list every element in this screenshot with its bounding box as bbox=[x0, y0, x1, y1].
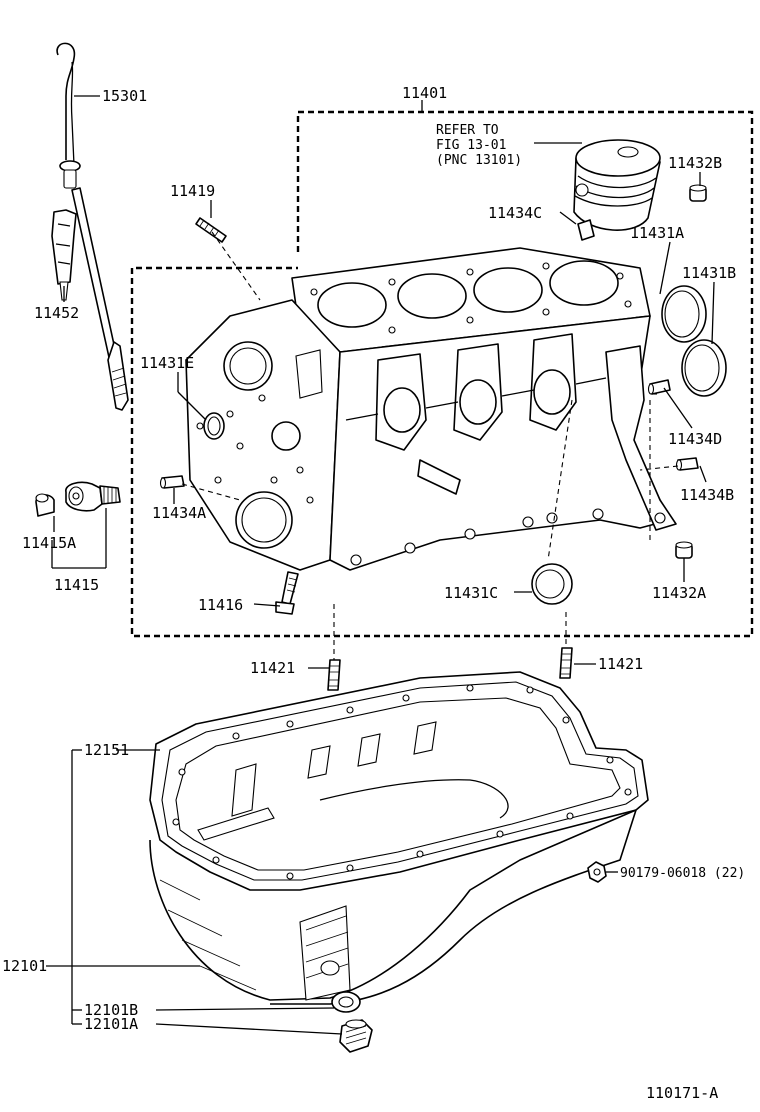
label-12151: 12151 bbox=[84, 741, 129, 759]
piston-reference bbox=[573, 139, 661, 231]
dipstick-15301 bbox=[56, 42, 129, 411]
label-11432A: 11432A bbox=[652, 584, 706, 602]
drain-plug-gasket-12101B bbox=[331, 991, 361, 1013]
pin-11434C bbox=[577, 219, 595, 241]
label-15301: 15301 bbox=[102, 87, 147, 105]
label-11415: 11415 bbox=[54, 576, 99, 594]
plug-11432A bbox=[675, 541, 693, 559]
label-90179: 90179-06018 (22) bbox=[620, 866, 745, 881]
label-12101: 12101 bbox=[2, 957, 47, 975]
label-11421-right: 11421 bbox=[598, 655, 643, 673]
label-11415A: 11415A bbox=[22, 534, 76, 552]
label-11431A: 11431A bbox=[630, 224, 684, 242]
label-11401: 11401 bbox=[402, 84, 447, 102]
label-refer-line3: (PNC 13101) bbox=[436, 153, 522, 168]
bolt-11416 bbox=[275, 571, 299, 615]
cylinder-block-group-box bbox=[130, 110, 754, 638]
leader-lines bbox=[46, 95, 715, 1035]
label-11432B: 11432B bbox=[668, 154, 722, 172]
expansion-plug-11431E bbox=[203, 412, 225, 440]
cylinder-block bbox=[185, 247, 677, 571]
label-12101B: 12101B bbox=[84, 1001, 138, 1019]
pin-11434B bbox=[675, 457, 699, 471]
nut-90179 bbox=[587, 861, 607, 883]
label-11421-left: 11421 bbox=[250, 659, 295, 677]
gasket-11415A bbox=[35, 493, 55, 517]
stud-11421-left bbox=[327, 659, 341, 691]
dipstick-guide-11452 bbox=[51, 209, 77, 301]
label-11434D: 11434D bbox=[668, 430, 722, 448]
label-11431B: 11431B bbox=[682, 264, 736, 282]
label-12101A: 12101A bbox=[84, 1015, 138, 1033]
part-labels: 15301 11401 REFER TO FIG 13-01 (PNC 1310… bbox=[2, 84, 745, 1102]
label-refer-line1: REFER TO bbox=[436, 123, 499, 138]
label-11434C: 11434C bbox=[488, 204, 542, 222]
label-11416: 11416 bbox=[198, 596, 243, 614]
label-11431E: 11431E bbox=[140, 354, 194, 372]
plug-11432B bbox=[689, 184, 707, 202]
expansion-plug-11431C bbox=[531, 563, 573, 605]
expansion-plug-11431A bbox=[661, 285, 707, 343]
expansion-plug-11431B bbox=[681, 339, 727, 397]
drain-plug-12101A bbox=[339, 1019, 373, 1053]
figure-id: 110171-A bbox=[646, 1084, 718, 1102]
oil-pressure-switch-11415 bbox=[65, 481, 121, 512]
stud-11421-right bbox=[559, 647, 573, 679]
label-11434B: 11434B bbox=[680, 486, 734, 504]
label-11419: 11419 bbox=[170, 182, 215, 200]
label-11452: 11452 bbox=[34, 304, 79, 322]
label-refer-line2: FIG 13-01 bbox=[436, 138, 506, 153]
label-11434A: 11434A bbox=[152, 504, 206, 522]
pin-11434A bbox=[159, 475, 185, 489]
label-11431C: 11431C bbox=[444, 584, 498, 602]
oil-pan-12101 bbox=[149, 671, 649, 1005]
stud-11419 bbox=[195, 217, 227, 243]
